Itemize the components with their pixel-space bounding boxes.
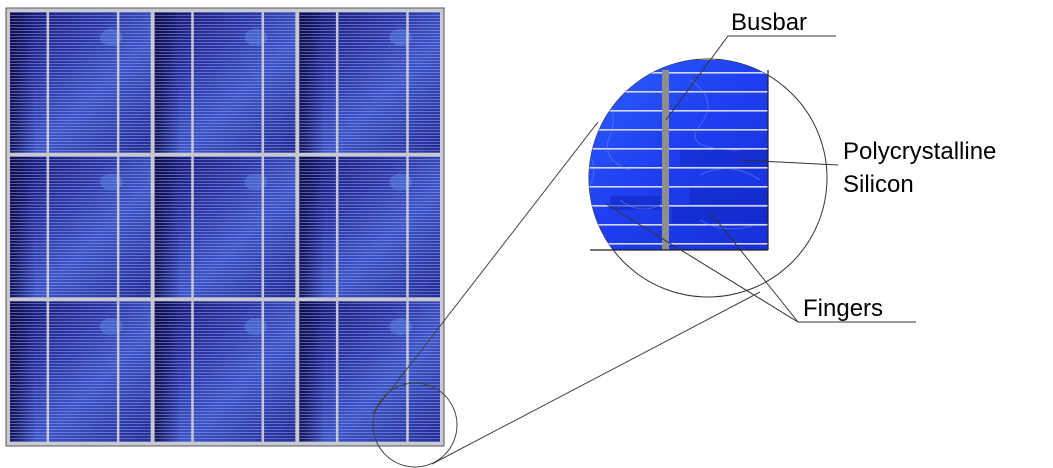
fingers-label: Fingers <box>803 295 883 322</box>
zoom-finger-line <box>589 72 768 74</box>
cell-busbar <box>116 12 120 153</box>
fingers-leader-b <box>709 211 799 323</box>
cell-busbar <box>191 301 194 442</box>
polycrystalline-leader <box>739 159 839 166</box>
polycrystalline-label-line1: Polycrystalline <box>843 138 996 165</box>
cell-busbar <box>406 156 409 298</box>
cell-busbar <box>46 301 50 442</box>
solar-cell <box>154 156 296 298</box>
cell-busbar <box>406 12 409 153</box>
zoom-finger-line <box>589 243 768 245</box>
zoom-busbar <box>662 70 669 250</box>
zoom-connector-upper <box>371 121 599 415</box>
zoom-finger-line <box>589 129 768 131</box>
cell-busbar <box>116 301 120 442</box>
zoom-finger-line <box>589 224 768 226</box>
solar-cell <box>10 12 151 153</box>
zoom-finger-line <box>589 148 768 150</box>
solar-cell <box>154 12 296 153</box>
solar-cell <box>299 301 440 442</box>
solar-panel <box>5 7 445 447</box>
cell-busbar <box>261 12 265 153</box>
cell-busbar <box>46 12 50 153</box>
solar-cell <box>10 156 151 298</box>
cell-busbar <box>191 12 194 153</box>
zoom-finger-line <box>589 91 768 93</box>
cell-busbar <box>261 301 265 442</box>
solar-cell <box>299 12 440 153</box>
cell-busbar <box>116 156 120 298</box>
cell-busbar <box>46 156 50 298</box>
zoom-finger-line <box>589 205 768 207</box>
zoom-connector-lower <box>431 291 761 465</box>
magnifier-source-circle <box>372 382 458 468</box>
solar-cell <box>10 301 151 442</box>
zoom-finger-line <box>589 186 768 188</box>
zoom-view <box>588 58 828 298</box>
zoom-finger-line <box>589 110 768 112</box>
polycrystalline-label-line2: Silicon <box>843 171 914 198</box>
cell-busbar <box>261 156 265 298</box>
cell-busbar <box>191 156 194 298</box>
solar-cell <box>154 301 296 442</box>
zoom-fingers <box>589 72 768 245</box>
cell-busbar <box>406 301 409 442</box>
cell-busbar <box>335 12 339 153</box>
busbar-label: Busbar <box>731 9 807 36</box>
cell-busbar <box>335 301 339 442</box>
zoom-finger-line <box>589 167 768 169</box>
busbar-leader <box>665 35 836 121</box>
cell-busbar <box>335 156 339 298</box>
solar-cell <box>299 156 440 298</box>
